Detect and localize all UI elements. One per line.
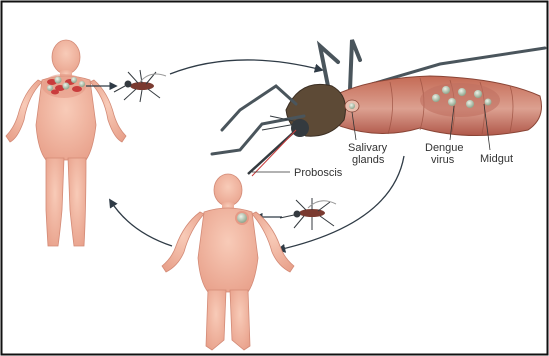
mosquito-head — [291, 119, 309, 137]
small-mosquito-bottom — [280, 198, 336, 230]
infected-human-top — [6, 40, 126, 246]
label-proboscis: Proboscis — [294, 167, 343, 179]
label-midgut: Midgut — [480, 153, 513, 165]
cycle-arrow-top — [170, 60, 322, 74]
infected-human-bottom — [162, 174, 294, 350]
label-virus: virus — [431, 154, 455, 166]
label-glands: glands — [352, 154, 385, 166]
label-dengue: Dengue — [425, 142, 464, 154]
infected-blood-cluster — [42, 74, 86, 98]
label-salivary: Salivary — [348, 142, 388, 154]
injection-site-virus — [235, 211, 249, 225]
small-mosquito-top — [114, 70, 166, 102]
mosquito-proboscis — [248, 132, 294, 174]
cycle-arrow-left — [110, 200, 172, 246]
